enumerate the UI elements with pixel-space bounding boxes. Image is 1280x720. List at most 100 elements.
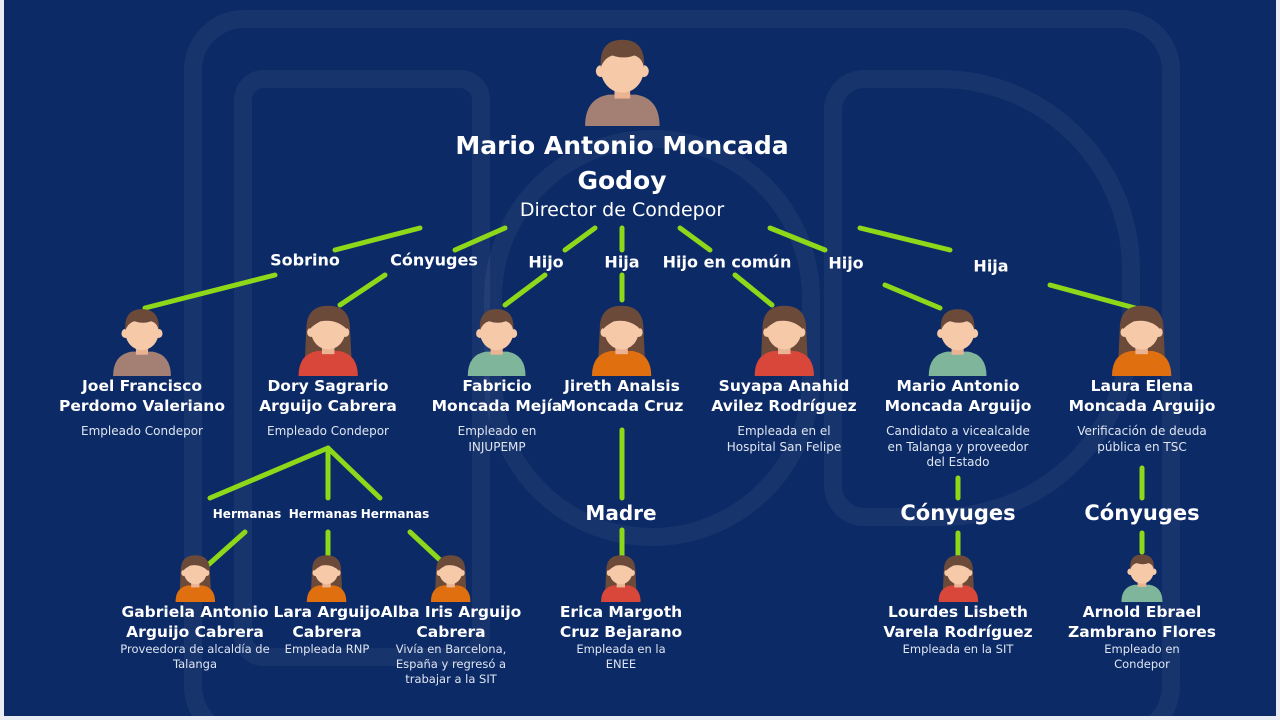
relation-label-herm3: Hermanas [360,507,430,521]
person-avatar-icon [307,555,347,602]
connector-line [142,272,278,311]
person-description-line: pública en TSC [1097,439,1187,454]
person-avatar-icon [1112,305,1172,376]
person-name-line: Joel Francisco [82,377,202,395]
root-name-line2: Godoy [577,166,667,195]
person-name-line: Gabriela Antonio [121,603,269,621]
person-avatar-icon [754,305,814,376]
connector-line [562,225,598,253]
person-description-line: Verificación de deuda [1077,424,1207,439]
person-name-line: Laura Elena [1090,377,1194,395]
person-name-line: Moncada Mejía [431,397,563,416]
connector-line [332,225,423,253]
connector-line [407,529,443,563]
person-name-line: Zambrano Flores [1067,623,1217,642]
relation-label-hija2: Hija [973,256,1009,276]
relation-label-hija1: Hija [604,252,640,272]
person-description-line: Empleado Condepor [81,424,203,439]
person-avatar-icon [468,309,526,376]
person-avatar-icon [938,555,978,602]
connector-line [452,225,508,253]
person-description-line: Empleado Condepor [267,424,389,439]
person-name-line: Cabrera [292,623,362,642]
relation-label-madre: Madre [585,501,657,525]
connector-line [337,272,388,308]
person-name-line: Moncada Arguijo [1068,397,1216,416]
person-description-line: Vivía en Barcelona, [395,642,507,657]
person-name-line: Jireth Analsis [564,377,680,395]
person-description-line: Empleada RNP [284,642,370,657]
person-avatar-icon [113,309,171,376]
relation-label-herm1: Hermanas [212,507,282,521]
person-description: Empleado Condepor [259,424,397,440]
connector-line [207,445,331,501]
person-avatar-icon [1121,554,1163,602]
connector-line [1047,282,1138,311]
relation-label-conyuges1: Cónyuges [390,250,478,270]
relation-label-hijo2: Hijo [828,253,864,273]
person-name-line: Dory Sagrario [267,377,389,395]
person-name-line: Lara Arguijo [273,603,381,621]
person-description-line: INJUPEMP [468,439,526,454]
relation-label-hijocomun: Hijo en común [662,252,792,272]
person-name-line: Avilez Rodríguez [711,397,857,416]
person-name-line: Arnold Ebrael [1082,603,1202,621]
relation-label-conyuges2: Cónyuges [900,501,1016,525]
person-name-line: Arguijo Cabrera [126,623,264,642]
relation-label-sobrino: Sobrino [270,250,340,270]
connector-line [732,272,775,308]
person-name-line: Moncada Arguijo [884,397,1032,416]
background-watermark [184,10,1180,716]
person-name-line: Cruz Bejarano [559,623,683,642]
connector-lines [142,225,1145,568]
person-avatar-icon [929,309,987,376]
connector-line [677,225,713,253]
person-name-line: Suyapa Anahid [718,377,850,395]
root-name-line1: Mario Antonio Moncada [455,131,789,160]
person-name-line: Arguijo Cabrera [259,397,397,416]
connector-line [882,282,943,311]
root-person-role: Director de Condepor [519,199,725,221]
person-name-line: Fabricio [462,377,532,395]
person-description-line: en Talanga y proveedor [887,439,1029,454]
person-description-line: España y regresó a [395,657,507,672]
person-description: Empleada en la SIT [883,642,1032,657]
background-watermark [234,70,490,666]
person-description-line: Proveedora de alcaldía de [120,642,270,657]
person-name-line: Varela Rodríguez [883,623,1033,642]
person-name-line: Mario Antonio [896,377,1020,395]
person-description-line: Empleado en [457,424,537,439]
person-description-line: Empleada en la [576,642,666,657]
person-description-line: trabajar a la SIT [405,672,497,687]
person-description-line: Empleado en [1104,642,1180,657]
person-description-line: Condepor [1114,657,1170,672]
person-description-line: Talanga [172,657,218,672]
relation-label-hijo1: Hijo [528,252,564,272]
